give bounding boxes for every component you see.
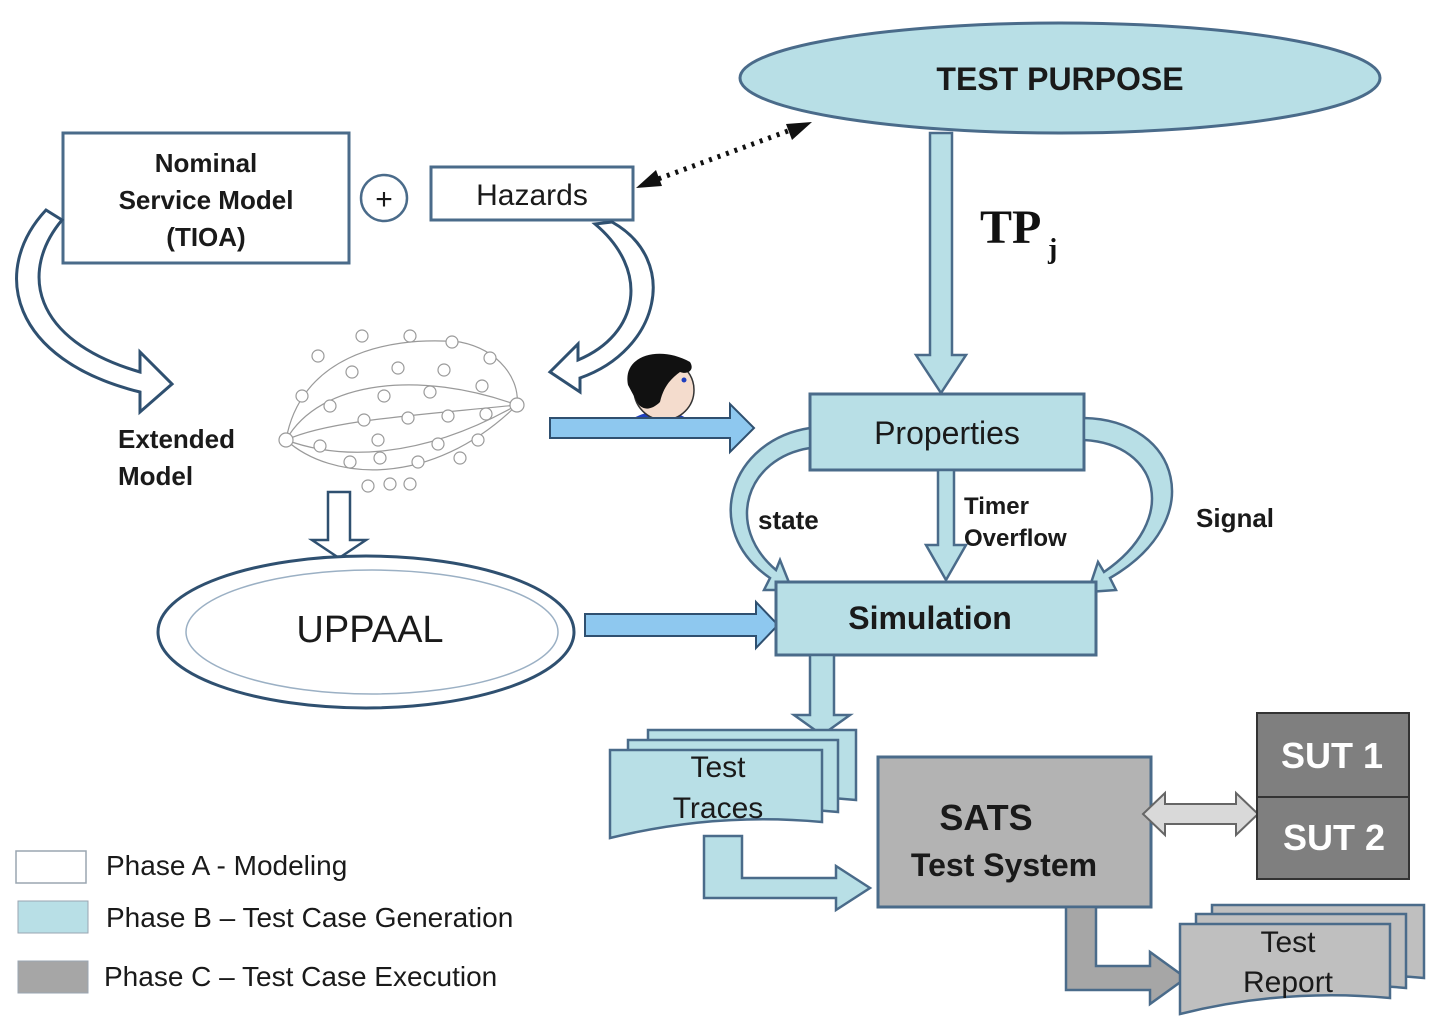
uppaal-label: UPPAAL <box>296 609 443 651</box>
sut-1-node: SUT 1 <box>1256 712 1410 798</box>
nominal-model-line-3: (TIOA) <box>166 222 245 252</box>
hazards-node: Hazards <box>429 165 635 222</box>
sut-2-label: SUT 2 <box>1283 817 1385 858</box>
nominal-to-extended-arrow <box>15 208 175 416</box>
legend-label-phase-a: Phase A - Modeling <box>106 850 347 881</box>
plus-icon: + <box>359 173 409 223</box>
extended-model-line-1: Extended <box>118 424 235 454</box>
test-report-node: Test Report <box>1178 903 1426 1016</box>
signal-label: Signal <box>1196 503 1274 533</box>
sut-1-label: SUT 1 <box>1281 735 1383 776</box>
legend-label-phase-b: Phase B – Test Case Generation <box>106 902 513 933</box>
simulation-label: Simulation <box>848 600 1012 636</box>
nominal-model-line-1: Nominal <box>155 148 258 178</box>
test-purpose-label: TEST PURPOSE <box>936 61 1183 97</box>
timer-label: Timer <box>964 493 1029 520</box>
nominal-model-line-2: Service Model <box>119 185 294 215</box>
test-traces-node: Test Traces <box>608 728 858 840</box>
hazards-test-purpose-link <box>636 122 812 188</box>
signal-arrow <box>1082 416 1174 594</box>
extended-to-uppaal-arrow <box>307 490 371 560</box>
state-label: state <box>758 505 819 535</box>
legend-label-phase-c: Phase C – Test Case Execution <box>104 961 497 992</box>
timer-overflow-arrow <box>923 468 969 583</box>
nominal-model-node: Nominal Service Model (TIOA) <box>61 131 351 265</box>
tp-label: TP <box>980 201 1041 254</box>
simulation-node: Simulation <box>774 580 1098 657</box>
properties-node: Properties <box>808 392 1086 472</box>
test-purpose-to-properties-arrow <box>913 131 969 396</box>
legend-swatch-phase-c <box>17 960 89 994</box>
simulation-to-traces-arrow <box>790 653 854 737</box>
overflow-label: Overflow <box>964 525 1067 552</box>
legend-swatch-phase-a <box>15 850 87 884</box>
sats-node: SATS Test System <box>876 755 1153 909</box>
hazards-to-extended-arrow <box>547 220 655 395</box>
legend: Phase A - Modeling Phase B – Test Case G… <box>15 850 513 994</box>
user-head-icon <box>627 353 695 428</box>
properties-label: Properties <box>874 415 1020 451</box>
extended-model-line-2: Model <box>118 461 193 491</box>
test-report-line-1: Test <box>1260 926 1316 959</box>
uppaal-node: UPPAAL <box>156 554 576 710</box>
sut-2-node: SUT 2 <box>1256 796 1410 880</box>
legend-swatch-phase-b <box>17 900 89 934</box>
plus-label: + <box>375 183 393 216</box>
hazards-label: Hazards <box>476 179 588 212</box>
tp-subscript: j <box>1047 234 1057 265</box>
sats-line-2: Test System <box>911 847 1097 883</box>
test-purpose-node: TEST PURPOSE <box>738 21 1382 135</box>
sats-to-report-arrow <box>1064 905 1189 1007</box>
uppaal-to-simulation-arrow <box>584 599 780 651</box>
traces-to-sats-arrow <box>702 834 873 913</box>
test-traces-line-2: Traces <box>673 792 764 825</box>
arrowhead-left-icon <box>636 170 662 188</box>
extended-model-graph-icon <box>278 329 525 493</box>
test-traces-line-1: Test <box>690 751 746 784</box>
sats-sut-link <box>1141 790 1260 838</box>
sats-line-1: SATS <box>939 797 1032 838</box>
extended-to-properties-arrow <box>549 401 756 455</box>
arrowhead-right-icon <box>786 122 812 140</box>
test-report-line-2: Report <box>1243 966 1334 999</box>
